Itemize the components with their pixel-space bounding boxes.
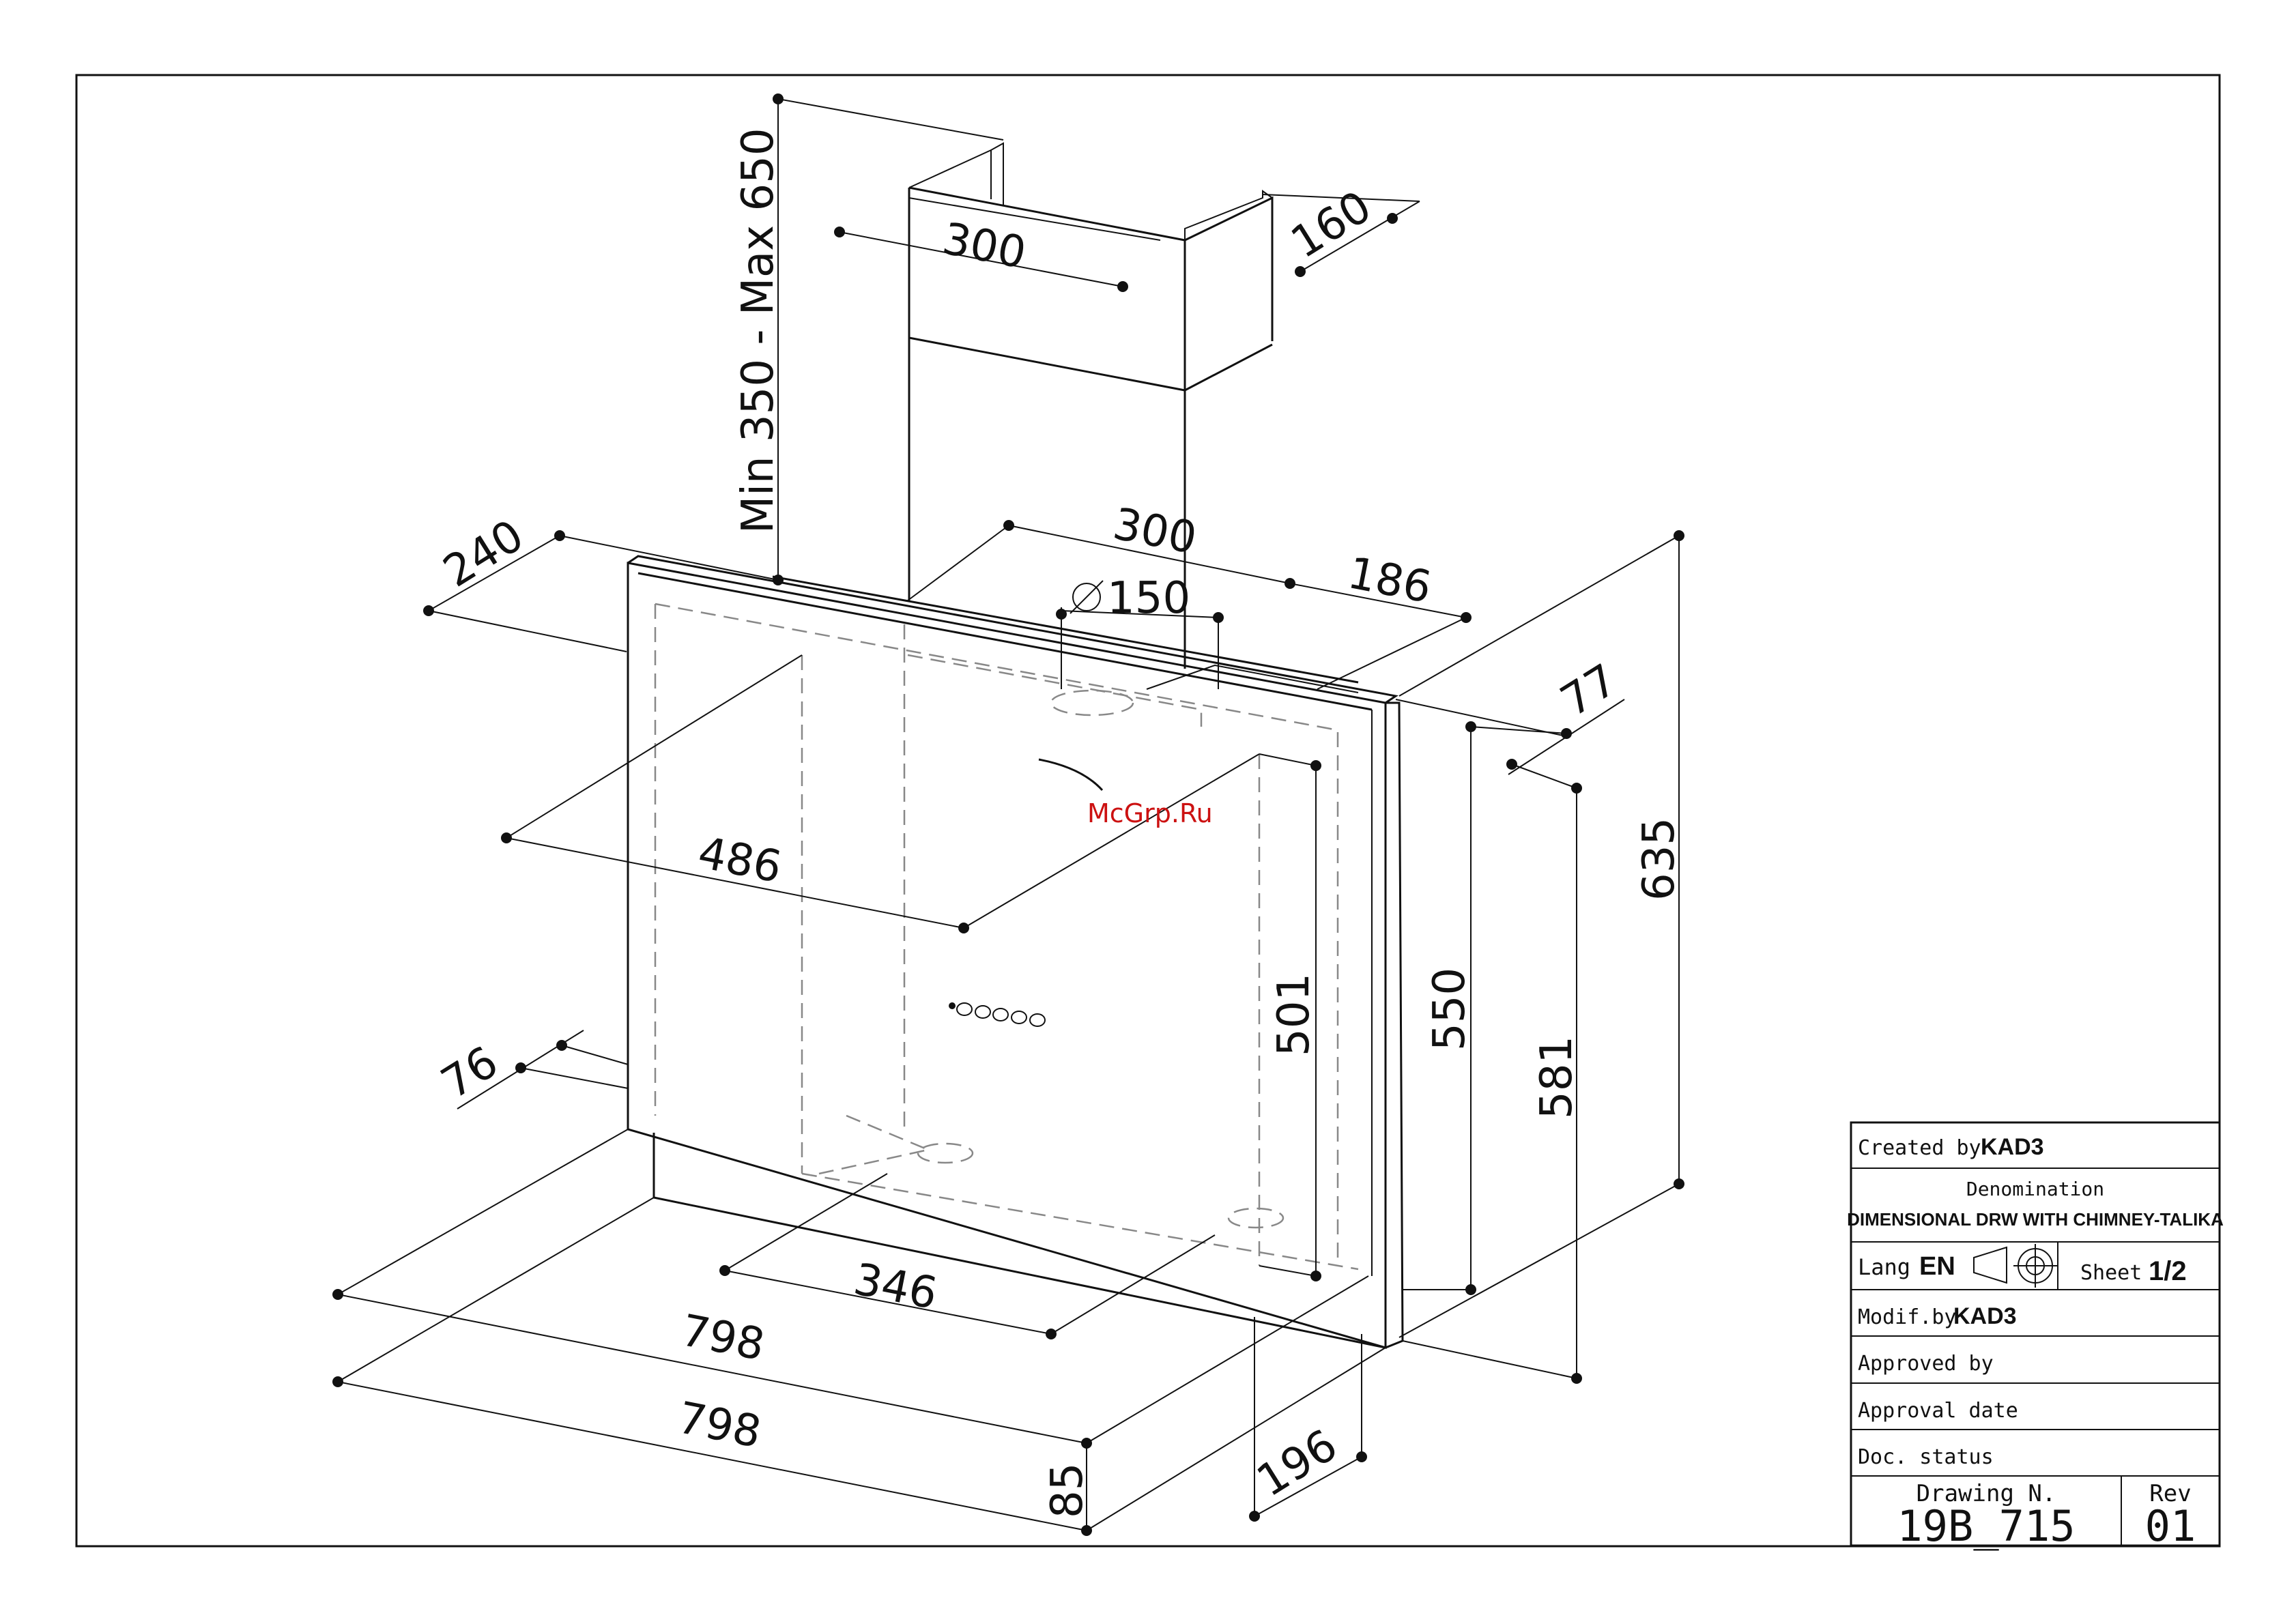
drawing-n-value: 19B_715 [1897,1501,2075,1551]
approved-by-label: Approved by [1858,1352,1994,1376]
dim-top-width: 300 [1109,499,1201,564]
created-by-value: KAD3 [1981,1134,2044,1160]
modif-label: Modif.by [1858,1305,1957,1329]
dim-85: 85 [1042,1463,1093,1518]
watermark: McGrp.Ru [1087,798,1213,828]
projection-symbol-icon [1974,1244,2057,1288]
dim-height-581: 581 [1532,1036,1582,1119]
approval-date-label: Approval date [1858,1399,2018,1423]
dim-offset-77: 77 [1552,655,1626,727]
dim-76: 76 [433,1037,506,1110]
dim-panel-height: 501 [1269,973,1319,1056]
title-block: Created by KAD3 Denomination DIMENSIONAL… [1847,1122,2224,1551]
dimension-lines [332,93,1684,1536]
dim-798-bottom: 798 [674,1393,765,1458]
dim-offset-186: 186 [1344,548,1435,613]
dim-height-550: 550 [1424,968,1475,1051]
dim-chimney-height: Min 350 - Max 650 [733,128,784,534]
doc-status-label: Doc. status [1858,1445,1994,1469]
denomination-value: DIMENSIONAL DRW WITH CHIMNEY-TALIKA [1847,1209,2224,1230]
dim-346: 346 [850,1254,941,1320]
dim-hood-depth: 240 [435,510,532,597]
hidden-lines [655,604,1358,1269]
control-buttons [949,1002,1045,1026]
dim-798-top: 798 [677,1305,769,1371]
rev-value: 01 [2145,1501,2196,1551]
modif-value: KAD3 [1953,1303,2017,1329]
dimension-labels: Min 350 - Max 650 300 160 240 300 150 18… [433,128,1684,1518]
dim-chimney-width: 300 [938,214,1030,279]
dim-chimney-depth: 160 [1282,182,1380,268]
lang-value: EN [1919,1252,1955,1281]
lang-label: Lang [1858,1254,1910,1280]
created-by-label: Created by [1858,1136,1981,1160]
sheet-label: Sheet [2080,1261,2142,1285]
dim-height-635: 635 [1634,817,1684,901]
dim-duct-diameter: 150 [1107,573,1190,624]
dim-196: 196 [1248,1420,1346,1507]
sheet-value: 1/2 [2149,1256,2187,1286]
denomination-label: Denomination [1966,1178,2104,1200]
dim-panel-width: 486 [694,828,786,893]
